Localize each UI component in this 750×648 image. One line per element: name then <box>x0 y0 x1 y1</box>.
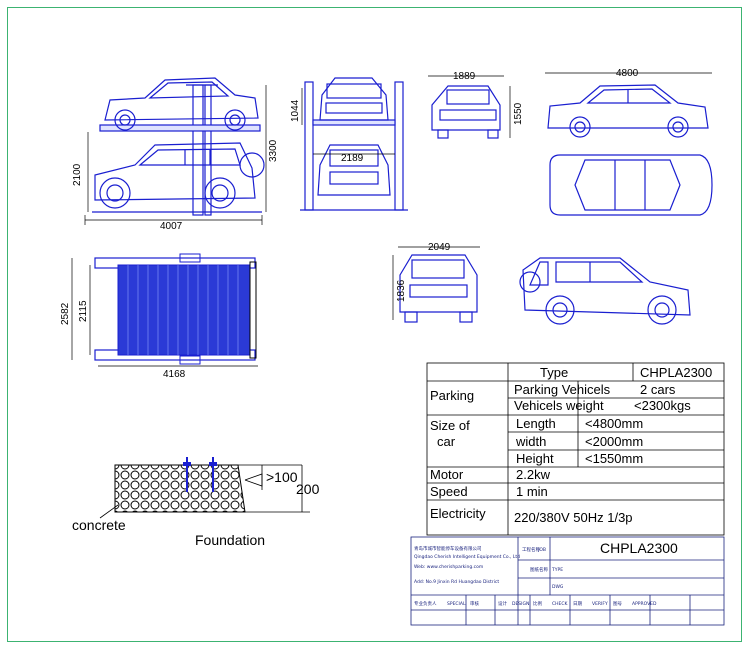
spec-vehicle-weight-label: Vehicels weight <box>514 398 604 413</box>
foundation-depth-total: 200 <box>296 481 320 497</box>
spec-parking-vehicles-value: 2 cars <box>640 382 676 397</box>
title-footer-cell: DESIGN <box>512 601 529 607</box>
suv-side-view <box>519 257 691 325</box>
title-type-label: TYPE <box>551 567 563 573</box>
dim-plan-width-outer: 2582 <box>60 302 71 325</box>
foundation-title: Foundation <box>195 532 265 548</box>
title-footer-cells: 专业负责人 SPECIAL 审核 设计 DESIGN 比例 CHECK 日期 VERIFY 图号 A… <box>414 600 657 607</box>
dim-car-front-height: 1550 <box>513 102 524 125</box>
dim-suv-front-width: 2049 <box>428 242 451 253</box>
spec-length-label: Length <box>516 416 556 431</box>
spec-size-label-1: Size of <box>430 418 470 433</box>
dim-side-lower-height: 2100 <box>72 163 83 186</box>
suv-front-view <box>399 254 478 323</box>
spec-motor-value: 2.2kw <box>516 467 551 482</box>
car-side-view <box>547 84 709 138</box>
spec-table <box>426 362 725 536</box>
side-view-dimensions <box>84 85 267 225</box>
spec-header-type: Type <box>540 365 568 380</box>
foundation-depth-top: >100 <box>266 469 298 485</box>
car-front-view <box>431 85 501 139</box>
title-company-cn: 青岛市城市智能停车设备有限公司 <box>414 545 482 552</box>
title-footer-cell: SPECIAL <box>447 601 466 607</box>
spec-electricity-value: 220/380V 50Hz 1/3p <box>514 510 633 525</box>
title-footer-cell: 比例 <box>533 600 542 607</box>
spec-size-label-2: car <box>437 434 456 449</box>
dim-front-clearance: 1044 <box>290 99 301 122</box>
title-footer-cell: CHECK <box>552 601 569 607</box>
dim-car-front-width: 1889 <box>453 71 476 82</box>
plan-view-dimensions <box>71 258 258 367</box>
front-view-dimensions <box>301 88 395 155</box>
spec-electricity-label: Electricity <box>430 506 486 521</box>
spec-speed-label: Speed <box>430 484 468 499</box>
title-footer-cell: 审核 <box>470 600 479 607</box>
spec-width-value: <2000mm <box>585 434 643 449</box>
spec-width-label: width <box>515 434 546 449</box>
foundation-section <box>99 457 310 519</box>
concrete-label: concrete <box>72 517 126 533</box>
title-model: CHPLA2300 <box>600 540 678 556</box>
spec-motor-label: Motor <box>430 467 464 482</box>
spec-vehicle-weight-value: <2300kgs <box>634 398 691 413</box>
title-web: Web: www.cherishparking.com <box>414 564 483 570</box>
dim-side-total-height: 3300 <box>268 139 279 162</box>
dim-side-width: 4007 <box>160 221 183 232</box>
dim-plan-width-inner: 2115 <box>78 300 89 322</box>
title-footer-cell: 图号 <box>613 601 622 607</box>
spec-speed-value: 1 min <box>516 484 548 499</box>
title-block <box>410 536 725 626</box>
front-view <box>300 77 408 211</box>
title-footer-cell: 日期 <box>573 601 582 607</box>
spec-parking-label: Parking <box>430 388 474 403</box>
spec-height-value: <1550mm <box>585 451 643 466</box>
spec-parking-vehicles-label: Parking Vehicels <box>514 382 611 397</box>
drawing-frame <box>7 7 742 642</box>
side-view <box>92 77 265 216</box>
dim-suv-front-height: 1836 <box>396 279 407 302</box>
dim-car-length: 4800 <box>616 68 639 79</box>
car-top-view <box>549 154 713 216</box>
title-footer-cell: APPROVED <box>632 601 657 607</box>
dim-front-width: 2189 <box>341 153 364 164</box>
spec-length-value: <4800mm <box>585 416 643 431</box>
title-job-label: JOB <box>537 547 546 553</box>
title-project-label: 工程名称 <box>522 546 540 553</box>
title-footer-cell: VERIFY <box>592 601 608 607</box>
suv-front-dimensions <box>392 246 480 320</box>
dim-plan-length: 4168 <box>163 369 186 380</box>
title-footer-cell: 设计 <box>498 600 507 607</box>
title-company-en: Qingdao Cherish Intelligent Equipment Co… <box>414 554 520 560</box>
plan-view <box>94 253 257 365</box>
title-address: Add: No.9 Jinxin Rd Huangdao District <box>414 579 499 585</box>
title-drawing-label: 图纸名称 <box>530 566 548 573</box>
spec-model: CHPLA2300 <box>640 365 712 380</box>
spec-height-label: Height <box>516 451 554 466</box>
title-footer-cell: 专业负责人 <box>414 600 437 607</box>
title-dwg-label: DWG <box>552 584 564 590</box>
car-front-dimensions <box>428 75 511 138</box>
